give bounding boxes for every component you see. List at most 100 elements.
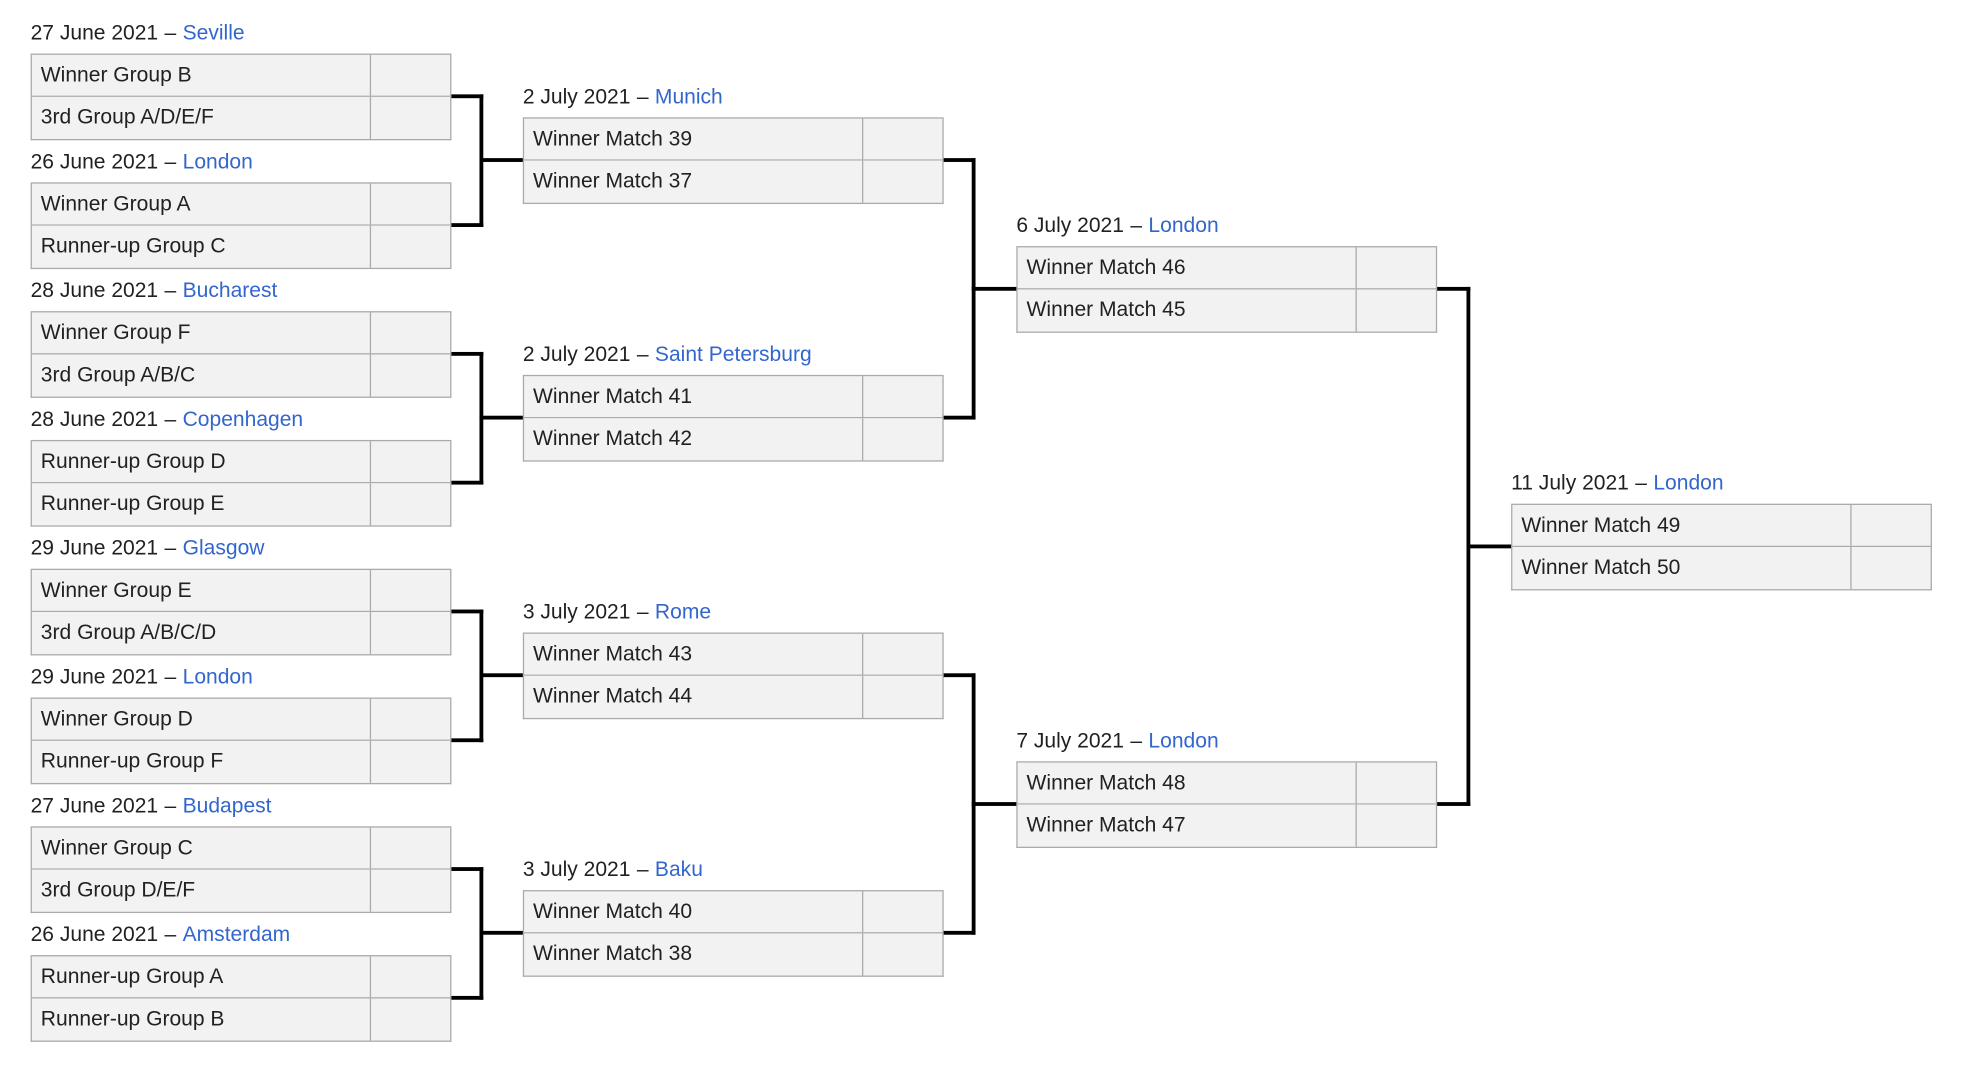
dash-separator: – bbox=[636, 600, 649, 624]
team-name: 3rd Group A/D/E/F bbox=[40, 105, 214, 129]
team-name: Runner-up Group B bbox=[40, 1007, 225, 1031]
dash-separator: – bbox=[636, 343, 649, 366]
team-score bbox=[369, 354, 450, 397]
city-link[interactable]: Rome bbox=[654, 600, 712, 624]
city-link[interactable]: Saint Petersburg bbox=[654, 343, 812, 366]
team-row: Winner Match 38 bbox=[522, 933, 944, 977]
team-name: Winner Group E bbox=[40, 578, 192, 602]
team-row: Winner Match 45 bbox=[1016, 289, 1438, 333]
team-row: Runner-up Group A bbox=[30, 955, 452, 999]
connector-line bbox=[943, 158, 976, 162]
connector-line bbox=[451, 738, 484, 743]
city-link[interactable]: London bbox=[182, 665, 253, 689]
team-row: Winner Match 48 bbox=[1016, 761, 1438, 805]
city-link[interactable]: London bbox=[1653, 471, 1724, 495]
team-row: Winner Match 39 bbox=[522, 117, 944, 161]
match-header: 3 July 2021–Rome bbox=[523, 599, 944, 632]
sf-match-2: 7 July 2021–London Winner Match 48 Winne… bbox=[1016, 728, 1438, 849]
team-row: Runner-up Group F bbox=[30, 740, 452, 785]
connector-line bbox=[451, 867, 484, 871]
team-name: Runner-up Group E bbox=[40, 492, 225, 516]
city-link[interactable]: Glasgow bbox=[182, 536, 265, 560]
team-name: Winner Match 48 bbox=[1026, 771, 1186, 795]
connector-line bbox=[943, 415, 976, 420]
city-link[interactable]: London bbox=[1148, 729, 1219, 753]
dash-separator: – bbox=[164, 150, 177, 174]
dash-separator: – bbox=[1130, 729, 1143, 753]
team-name: 3rd Group A/B/C bbox=[40, 363, 196, 387]
qf-match-1: 2 July 2021–Munich Winner Match 39 Winne… bbox=[522, 84, 944, 205]
dash-separator: – bbox=[164, 794, 177, 818]
team-score bbox=[862, 675, 942, 718]
team-row: Winner Group C bbox=[30, 826, 452, 870]
connector-line bbox=[451, 223, 484, 227]
city-link[interactable]: London bbox=[1148, 214, 1219, 238]
match-header: 3 July 2021–Baku bbox=[523, 857, 944, 890]
match-date: 6 July 2021 bbox=[1016, 214, 1124, 238]
match-header: 28 June 2021–Bucharest bbox=[31, 278, 452, 311]
dash-separator: – bbox=[1130, 214, 1143, 238]
team-row: Runner-up Group C bbox=[30, 225, 452, 270]
city-link[interactable]: Budapest bbox=[182, 794, 272, 818]
dash-separator: – bbox=[164, 923, 177, 947]
dash-separator: – bbox=[164, 279, 177, 303]
team-score bbox=[369, 869, 450, 912]
city-link[interactable]: Baku bbox=[654, 858, 703, 882]
dash-separator: – bbox=[164, 21, 177, 45]
team-row: 3rd Group A/B/C bbox=[30, 354, 452, 398]
city-link[interactable]: Copenhagen bbox=[182, 408, 304, 432]
connector-line bbox=[451, 480, 484, 485]
connector-line bbox=[451, 609, 484, 614]
r16-match-5: 29 June 2021–Glasgow Winner Group E 3rd … bbox=[30, 536, 452, 656]
qf-match-4: 3 July 2021–Baku Winner Match 40 Winner … bbox=[522, 857, 944, 977]
team-row: Runner-up Group E bbox=[30, 483, 452, 527]
city-link[interactable]: Seville bbox=[182, 21, 245, 45]
team-row: Winner Match 49 bbox=[1511, 503, 1932, 548]
team-score bbox=[862, 891, 942, 933]
team-score bbox=[369, 612, 450, 655]
team-score bbox=[369, 698, 450, 740]
city-link[interactable]: Munich bbox=[654, 85, 723, 109]
team-row: Winner Match 46 bbox=[1016, 246, 1438, 290]
team-name: Winner Match 49 bbox=[1521, 513, 1681, 537]
match-header: 11 July 2021–London bbox=[1511, 471, 1932, 504]
team-name: Winner Match 39 bbox=[533, 127, 693, 151]
connector-line bbox=[451, 351, 484, 356]
team-score bbox=[1850, 547, 1930, 590]
team-score bbox=[369, 998, 450, 1041]
team-name: Winner Match 45 bbox=[1026, 298, 1186, 322]
dash-separator: – bbox=[164, 665, 177, 689]
sf-match-1: 6 July 2021–London Winner Match 46 Winne… bbox=[1016, 213, 1438, 333]
team-score bbox=[369, 570, 450, 611]
r16-match-1: 27 June 2021–Seville Winner Group B 3rd … bbox=[30, 20, 452, 141]
team-score bbox=[369, 183, 450, 225]
team-name: Winner Group A bbox=[40, 192, 191, 216]
team-row: Winner Match 44 bbox=[522, 675, 944, 720]
match-date: 2 July 2021 bbox=[522, 343, 631, 366]
team-score bbox=[369, 225, 450, 268]
team-name: Winner Match 40 bbox=[533, 900, 693, 924]
r16-match-2: 26 June 2021–London Winner Group A Runne… bbox=[30, 149, 452, 270]
r16-match-7: 27 June 2021–Budapest Winner Group C 3rd… bbox=[30, 793, 452, 914]
r16-match-8: 26 June 2021–Amsterdam Runner-up Group A… bbox=[30, 922, 452, 1042]
team-score bbox=[862, 118, 942, 160]
team-row: 3rd Group A/B/C/D bbox=[30, 612, 452, 656]
team-row: Winner Group F bbox=[30, 311, 452, 355]
city-link[interactable]: Bucharest bbox=[182, 279, 278, 303]
team-score bbox=[369, 956, 450, 998]
connector-line bbox=[479, 158, 523, 162]
team-score bbox=[862, 376, 942, 417]
team-name: 3rd Group D/E/F bbox=[40, 878, 196, 902]
match-date: 3 July 2021 bbox=[522, 858, 631, 882]
city-link[interactable]: Amsterdam bbox=[182, 923, 291, 947]
connector-line bbox=[1466, 544, 1512, 549]
r16-match-3: 28 June 2021–Bucharest Winner Group F 3r… bbox=[30, 278, 452, 398]
match-date: 28 June 2021 bbox=[30, 408, 159, 432]
city-link[interactable]: London bbox=[182, 150, 253, 174]
team-name: Winner Match 37 bbox=[533, 169, 693, 193]
team-score bbox=[369, 96, 450, 139]
team-name: Runner-up Group A bbox=[40, 965, 224, 989]
match-date: 27 June 2021 bbox=[30, 794, 159, 818]
team-name: Winner Group F bbox=[40, 321, 191, 345]
